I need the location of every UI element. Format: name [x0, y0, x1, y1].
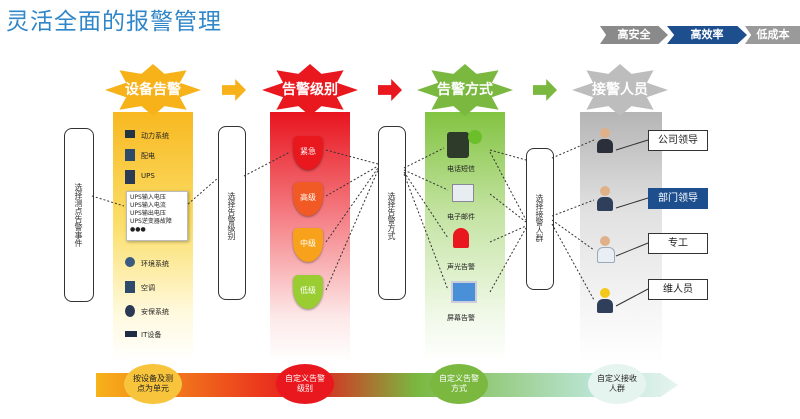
level-low-shield: 低级	[293, 275, 323, 309]
role-specialist: 专工	[648, 233, 708, 254]
person-icon	[597, 236, 615, 263]
method-label: 电子邮件	[447, 213, 475, 221]
level-selector-text: 选择告警级别	[227, 192, 236, 240]
sms-bubble-icon	[468, 130, 482, 144]
ups-icon	[125, 170, 135, 184]
environment-icon	[125, 257, 135, 267]
bottom-flow-bar	[96, 373, 678, 397]
tag-low-cost: 低成本	[745, 26, 800, 44]
person-icon	[597, 186, 613, 212]
siren-icon	[453, 228, 469, 248]
method-selector-bracket: 选择告警方式	[378, 126, 406, 300]
device-row-label: IT设备	[141, 331, 162, 339]
screen-icon	[451, 281, 477, 303]
device-row-label: 配电	[141, 152, 155, 160]
role-company-leader: 公司领导	[648, 130, 708, 151]
device-row-label: 环境系统	[141, 260, 169, 268]
power-system-icon	[125, 130, 135, 138]
method-label: 电话短信	[447, 165, 475, 173]
person-icon	[597, 128, 613, 154]
distribution-icon	[125, 149, 135, 161]
tag-high-security: 高安全	[600, 26, 668, 44]
it-device-icon	[125, 331, 137, 337]
level-selector-bracket: 选择告警级别	[218, 126, 246, 300]
device-alarm-header: 设备告警	[105, 64, 201, 116]
step-label: 自定义接收人群	[597, 374, 637, 393]
device-row-label: 空调	[141, 284, 155, 292]
method-label: 屏幕告警	[447, 314, 475, 322]
ups-points-popup: UPS输入电压 UPS输入电流 UPS输出电压 UPS逆变器故障 ●●●	[126, 191, 188, 241]
people-selector-bracket: 选择接警人群	[526, 148, 554, 290]
method-label: 声光告警	[447, 263, 475, 271]
role-department-leader: 部门领导	[648, 188, 708, 209]
step-label: 自定义告警级别	[285, 374, 325, 393]
step-label: 自定义告警方式	[439, 374, 479, 393]
phone-sms-icon	[447, 132, 469, 158]
device-selector-text: 选择测点告警事件	[74, 183, 83, 247]
device-row-label: UPS	[141, 172, 155, 180]
alarm-method-header: 告警方式	[417, 64, 513, 116]
person-icon	[597, 288, 613, 314]
step-custom-receivers: 自定义接收人群	[588, 364, 646, 404]
email-icon	[452, 184, 474, 202]
step-custom-level: 自定义告警级别	[276, 364, 334, 404]
step-label: 按设备及测点为单元	[133, 374, 173, 393]
step-custom-method: 自定义告警方式	[430, 364, 488, 404]
device-row-label: 动力系统	[141, 132, 169, 140]
device-row-label: 安保系统	[141, 308, 169, 316]
popup-item: UPS输出电压	[130, 210, 166, 217]
level-high-shield: 高级	[293, 182, 323, 216]
people-selector-text: 选择接警人群	[535, 194, 544, 242]
popup-item: UPS逆变器故障	[130, 218, 172, 225]
air-conditioner-icon	[125, 281, 135, 293]
role-maintenance-staff: 维人员	[648, 279, 708, 300]
alarm-level-header: 告警级别	[262, 64, 358, 116]
method-selector-text: 选择告警方式	[387, 192, 396, 240]
device-selector-bracket: 选择测点告警事件	[64, 128, 94, 302]
step-device-unit: 按设备及测点为单元	[124, 364, 182, 404]
alarm-receivers-header: 接警人员	[572, 64, 668, 116]
popup-item: UPS输入电压	[130, 194, 166, 201]
level-medium-shield: 中级	[293, 228, 323, 262]
popup-item: ●●●	[130, 226, 146, 233]
page-title: 灵活全面的报警管理	[6, 9, 222, 35]
level-urgent-shield: 紧急	[293, 136, 323, 170]
security-camera-icon	[125, 305, 135, 317]
tag-high-efficiency: 高效率	[667, 26, 747, 44]
popup-item: UPS输入电流	[130, 202, 166, 209]
